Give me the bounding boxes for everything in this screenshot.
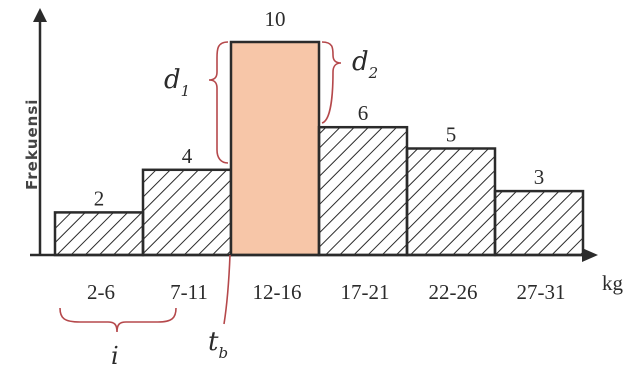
tick-label-17-21: 17-21 (341, 280, 390, 304)
bars-group (53, 40, 585, 257)
tick-label-2-6: 2-6 (87, 280, 115, 304)
bar-27-31 (493, 189, 585, 257)
value-label-27-31: 3 (534, 165, 545, 189)
value-label-12-16: 10 (265, 7, 286, 31)
d2-label: d2 (352, 47, 378, 82)
tick-label-27-31: 27-31 (517, 280, 566, 304)
tick-label-7-11: 7-11 (170, 280, 208, 304)
tick-label-12-16: 12-16 (253, 280, 302, 304)
value-labels-group: 2 4 10 6 5 3 (94, 7, 545, 210)
tick-label-22-26: 22-26 (429, 280, 478, 304)
bar-22-26 (405, 147, 497, 257)
tb-label: tb (208, 327, 228, 362)
value-label-2-6: 2 (94, 186, 105, 210)
value-label-17-21: 6 (358, 101, 369, 125)
y-axis-label: Frekuensi (23, 99, 41, 190)
value-label-7-11: 4 (182, 144, 193, 168)
bar-17-21 (317, 125, 409, 257)
tb-pointer (223, 254, 231, 325)
bar-12-16-modal (229, 40, 321, 257)
interval-brace (59, 307, 177, 333)
x-axis-arrow-icon (582, 248, 598, 262)
bar-7-11 (141, 168, 233, 257)
y-axis-arrow-icon (33, 8, 47, 22)
value-label-22-26: 5 (446, 123, 457, 147)
interval-label: i (111, 342, 119, 370)
d1-label: d1 (164, 65, 190, 100)
d2-brace (321, 41, 342, 124)
tick-labels-group: 2-6 7-11 12-16 17-21 22-26 27-31 (87, 280, 566, 304)
d1-brace (208, 41, 229, 164)
bar-2-6 (53, 211, 145, 257)
x-axis-label: kg (602, 271, 624, 295)
